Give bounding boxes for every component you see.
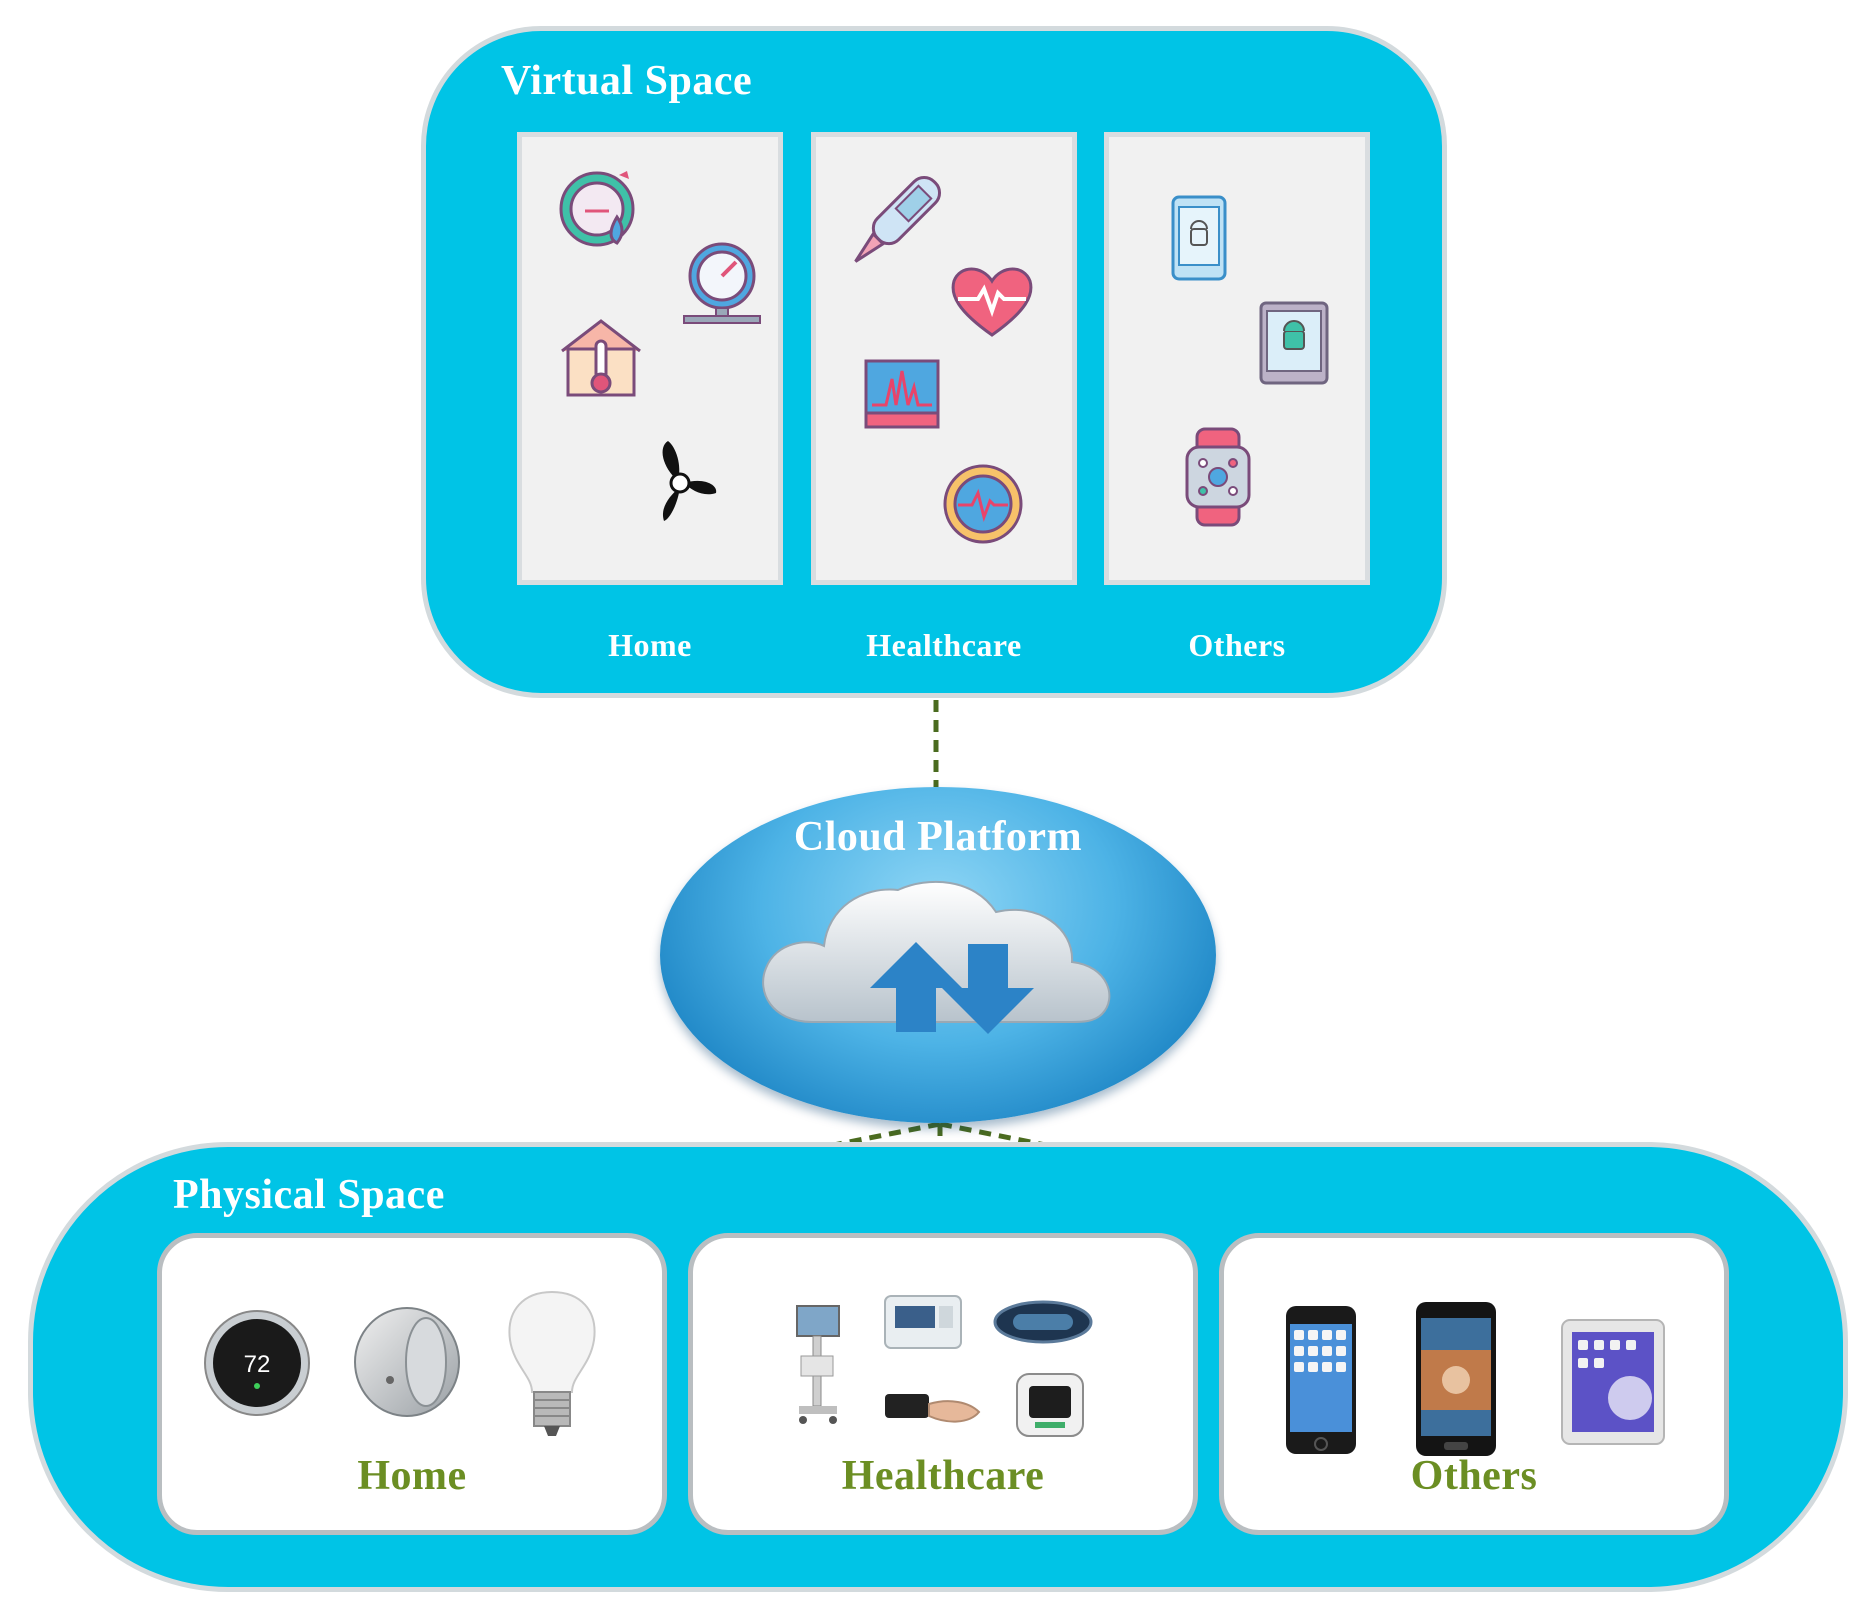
wearable-monitor-icon <box>993 1300 1093 1344</box>
iphone-icon <box>1286 1306 1356 1454</box>
physical-home-label: Home <box>357 1453 467 1499</box>
physical-others-panel: Others <box>1219 1233 1729 1535</box>
physical-home-panel: 72 Home <box>157 1233 667 1535</box>
physical-healthcare-panel: Healthcare <box>688 1233 1198 1535</box>
blood-pressure-cuff-icon <box>885 1394 981 1423</box>
virtual-home-panel <box>517 132 783 585</box>
physical-healthcare-label: Healthcare <box>841 1453 1045 1499</box>
smart-bulb-icon <box>508 1290 596 1436</box>
virtual-home-label: Home <box>608 627 692 663</box>
physical-space-container: Physical Space 72 Home <box>28 1142 1848 1592</box>
humidity-gauge-icon <box>559 171 635 247</box>
virtual-others-panel <box>1104 132 1370 585</box>
diagnostic-device-icon <box>884 1295 962 1349</box>
heart-rate-icon <box>951 267 1033 337</box>
tablet-icon <box>1259 301 1329 385</box>
virtual-healthcare-panel <box>811 132 1077 585</box>
smart-lock-icon <box>354 1307 460 1417</box>
smartphone-icon <box>1171 195 1227 281</box>
digital-thermometer-icon <box>854 175 942 263</box>
telemedicine-cart-icon <box>796 1305 840 1424</box>
virtual-healthcare-label: Healthcare <box>866 627 1022 663</box>
virtual-space-container: Virtual Space <box>421 26 1447 698</box>
pulse-meter-icon <box>943 464 1023 544</box>
fan-icon <box>662 441 717 521</box>
smart-thermostat-icon: 72 <box>204 1310 310 1416</box>
ecg-monitor-icon <box>864 359 940 429</box>
connector-cloud-to-home <box>402 1121 941 1233</box>
smartwatch-icon <box>1185 427 1251 527</box>
svg-text:72: 72 <box>244 1351 271 1378</box>
pressure-gauge-icon <box>683 242 761 324</box>
physical-space-title: Physical Space <box>173 1172 445 1218</box>
cloud-platform-title: Cloud Platform <box>793 814 1083 860</box>
cloud-platform-node: Cloud Platform <box>660 787 1216 1123</box>
wrist-bp-monitor-icon <box>1016 1373 1084 1437</box>
virtual-space-title: Virtual Space <box>501 58 753 104</box>
cloud-upload-download-icon <box>762 880 1111 1034</box>
virtual-others-label: Others <box>1188 627 1286 663</box>
physical-others-label: Others <box>1410 1453 1538 1499</box>
android-phone-icon <box>1416 1302 1496 1456</box>
tablet-device-icon <box>1561 1319 1665 1445</box>
house-thermometer-icon <box>561 319 641 397</box>
